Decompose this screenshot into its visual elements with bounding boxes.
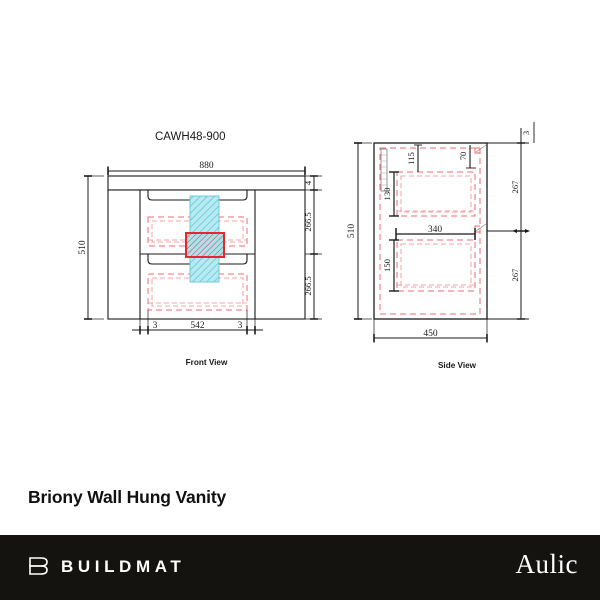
front-dim-drawer-width-label: 542 <box>190 321 205 331</box>
aulic-logo[interactable]: Aulic <box>515 549 578 579</box>
product-title: Briony Wall Hung Vanity <box>28 487 227 507</box>
front-view-lower-drawer-hidden-outline <box>147 273 248 311</box>
product-name-band: Briony Wall Hung Vanity <box>0 470 600 535</box>
side-dim-top-offset-label: 3 <box>521 131 531 135</box>
side-dim-510-label: 510 <box>347 224 357 239</box>
side-view-lower-drawer-outline <box>396 239 476 292</box>
side-view-upper-handle-notch <box>474 147 480 154</box>
side-view-cavity-outline <box>379 147 481 315</box>
technical-drawing-area: CAWH48-900 <box>78 122 535 370</box>
side-view-upper-drawer-inner <box>400 175 472 213</box>
side-view-leader-lower <box>475 223 487 232</box>
buildmat-wordmark: BUILDMAT <box>61 556 186 576</box>
side-dim-150-label: 150 <box>382 259 392 272</box>
buildmat-logo[interactable]: BUILDMAT <box>28 555 185 577</box>
side-view-upper-drawer-outline <box>396 171 476 217</box>
side-dim-lower-section-label: 267 <box>510 268 520 282</box>
side-view-group: 510 450 3 <box>347 122 535 370</box>
front-view-caption: Front View <box>186 358 228 367</box>
side-dim-340-label: 340 <box>428 225 443 235</box>
buildmat-mark-icon <box>29 557 48 575</box>
side-view-wall-bracket <box>380 148 388 192</box>
front-view-group: 880 510 4 266.5 266.5 <box>78 161 322 367</box>
front-dim-top-thickness-label: 4 <box>303 180 313 185</box>
side-dim-arrow-mid-right <box>525 229 530 233</box>
front-view-waste-outlet <box>185 232 225 258</box>
front-dim-upper-drawer-label: 266.5 <box>303 212 313 231</box>
side-view-leader-upper <box>475 144 487 153</box>
front-dim-gap-left-label: 3 <box>153 321 158 331</box>
front-dim-880-label: 880 <box>199 161 214 171</box>
front-dim-510-label: 510 <box>78 240 88 255</box>
footer-bar: BUILDMAT Aulic <box>0 535 600 600</box>
front-view-lower-drawer-hidden-inner <box>151 277 244 307</box>
side-view-lower-drawer-inner <box>400 243 472 288</box>
model-code-label: CAWH48-900 <box>155 131 226 143</box>
side-dim-115-label: 115 <box>406 152 416 165</box>
side-view-caption: Side View <box>438 361 477 370</box>
side-dim-450-label: 450 <box>423 329 438 339</box>
side-dim-70-label: 70 <box>458 152 468 161</box>
front-dim-gap-right-label: 3 <box>238 321 243 331</box>
side-dim-upper-section-label: 267 <box>510 180 520 194</box>
technical-drawing-svg: CAWH48-900 <box>78 122 535 370</box>
side-dim-130-label: 130 <box>382 188 392 201</box>
front-dim-lower-drawer-label: 266.5 <box>303 276 313 295</box>
side-dim-arrow-mid-left <box>512 229 517 233</box>
front-view-countertop <box>107 175 306 191</box>
front-view-upper-drawer-hidden-outline <box>147 216 248 247</box>
